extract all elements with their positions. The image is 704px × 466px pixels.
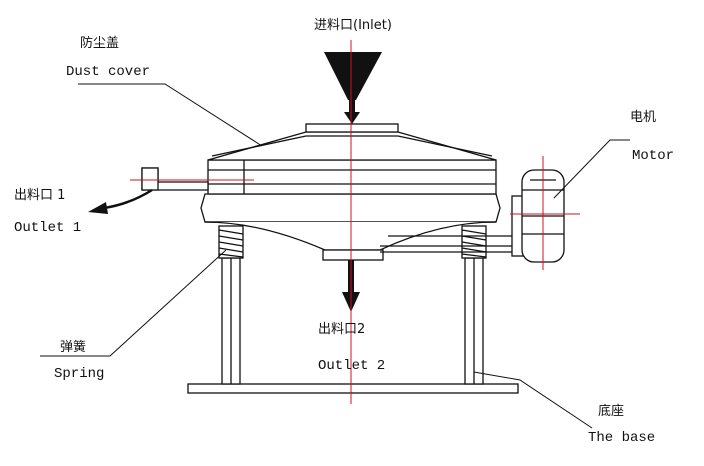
motor-label-cn: 电机: [630, 110, 657, 125]
inlet-funnel: [324, 52, 382, 124]
sieve-body: [207, 159, 497, 195]
dust-cover-label-cn: 防尘盖: [80, 36, 120, 51]
spring-label-en: Spring: [54, 366, 105, 382]
springs: [218, 225, 487, 259]
center-lines: [130, 40, 580, 404]
inlet-label: 进料口(Inlet): [314, 18, 392, 33]
support-legs: [221, 257, 484, 385]
base-label-en: The base: [588, 430, 656, 446]
dust-cover-label-en: Dust cover: [66, 64, 151, 80]
motor: [511, 169, 565, 263]
outlet-1-arrow: [88, 188, 153, 214]
base-plate: [187, 383, 519, 394]
outlet-2-label-cn: 出料口2: [318, 322, 366, 337]
base-label-cn: 底座: [598, 404, 625, 419]
leader-lines: [40, 83, 630, 429]
dust-cover: [207, 123, 497, 161]
motor-label-en: Motor: [632, 148, 675, 164]
outlet-1-spout: [141, 167, 209, 191]
outlet-1-label-cn: 出料口 1: [14, 188, 66, 203]
outlet-2-label-en: Outlet 2: [318, 358, 386, 374]
outlet-1-label-en: Outlet 1: [14, 220, 82, 236]
spring-label-cn: 弹簧: [60, 340, 87, 355]
